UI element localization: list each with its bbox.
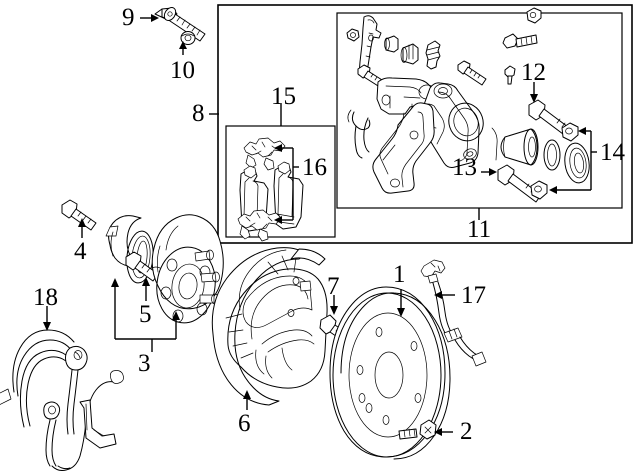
- part-splash-shield: [211, 247, 328, 406]
- callout-number-2: 2: [460, 418, 473, 445]
- callout-number-17: 17: [461, 282, 486, 309]
- part-piston-seal: [543, 139, 561, 171]
- part-guide-pin-cap-upper: [561, 122, 579, 142]
- callout-number-14: 14: [600, 139, 625, 166]
- part-pad-clip-upper: [243, 137, 286, 171]
- callout-number-12: 12: [521, 59, 546, 86]
- part-caliper-piston: [500, 128, 539, 166]
- callout-number-8: 8: [192, 100, 205, 127]
- part-bleeder-screw: [504, 65, 516, 85]
- part-brake-hose: [420, 259, 487, 367]
- callout-number-3: 3: [138, 350, 151, 377]
- callout-number-16: 16: [302, 154, 327, 181]
- callout-number-18: 18: [33, 284, 58, 311]
- part-pad-clip-lower: [237, 209, 282, 242]
- callout-number-4: 4: [74, 238, 87, 265]
- part-guide-pin-cap-lower: [530, 180, 548, 200]
- part-wheel-hub: [151, 214, 224, 324]
- part-small-nut-a: [346, 28, 360, 42]
- callout-number-13: 13: [452, 154, 477, 181]
- part-abs-sensor: [0, 329, 124, 471]
- leader-lines: [43, 14, 597, 436]
- part-piston-boot: [564, 142, 590, 184]
- part-bearing-dust-cap: [105, 215, 154, 284]
- callout-number-15: 15: [271, 83, 296, 110]
- part-threaded-sleeve: [425, 40, 441, 70]
- callout-number-9: 9: [122, 4, 135, 31]
- callout-number-7: 7: [327, 273, 340, 300]
- part-washer: [180, 31, 196, 45]
- callout-number-5: 5: [139, 301, 152, 328]
- callout-number-6: 6: [238, 410, 251, 437]
- part-caliper-bracket-large: [372, 102, 435, 194]
- callout-number-10: 10: [170, 57, 195, 84]
- part-hub-bolt-4: [61, 199, 97, 231]
- part-bolt-caliper-b: [457, 60, 487, 86]
- part-brake-pad-outer: [273, 161, 304, 230]
- part-bolt-caliper-c: [502, 33, 538, 49]
- part-rotor-screw-2: [398, 419, 437, 440]
- part-small-nut-b: [526, 7, 542, 24]
- callout-number-11: 11: [467, 216, 492, 243]
- part-wheel-stud: [154, 7, 206, 42]
- part-return-spring: [347, 109, 371, 159]
- part-guide-bushings: [384, 35, 419, 65]
- part-knuckle-bolt-5: [125, 251, 159, 282]
- callout-number-1: 1: [393, 261, 406, 288]
